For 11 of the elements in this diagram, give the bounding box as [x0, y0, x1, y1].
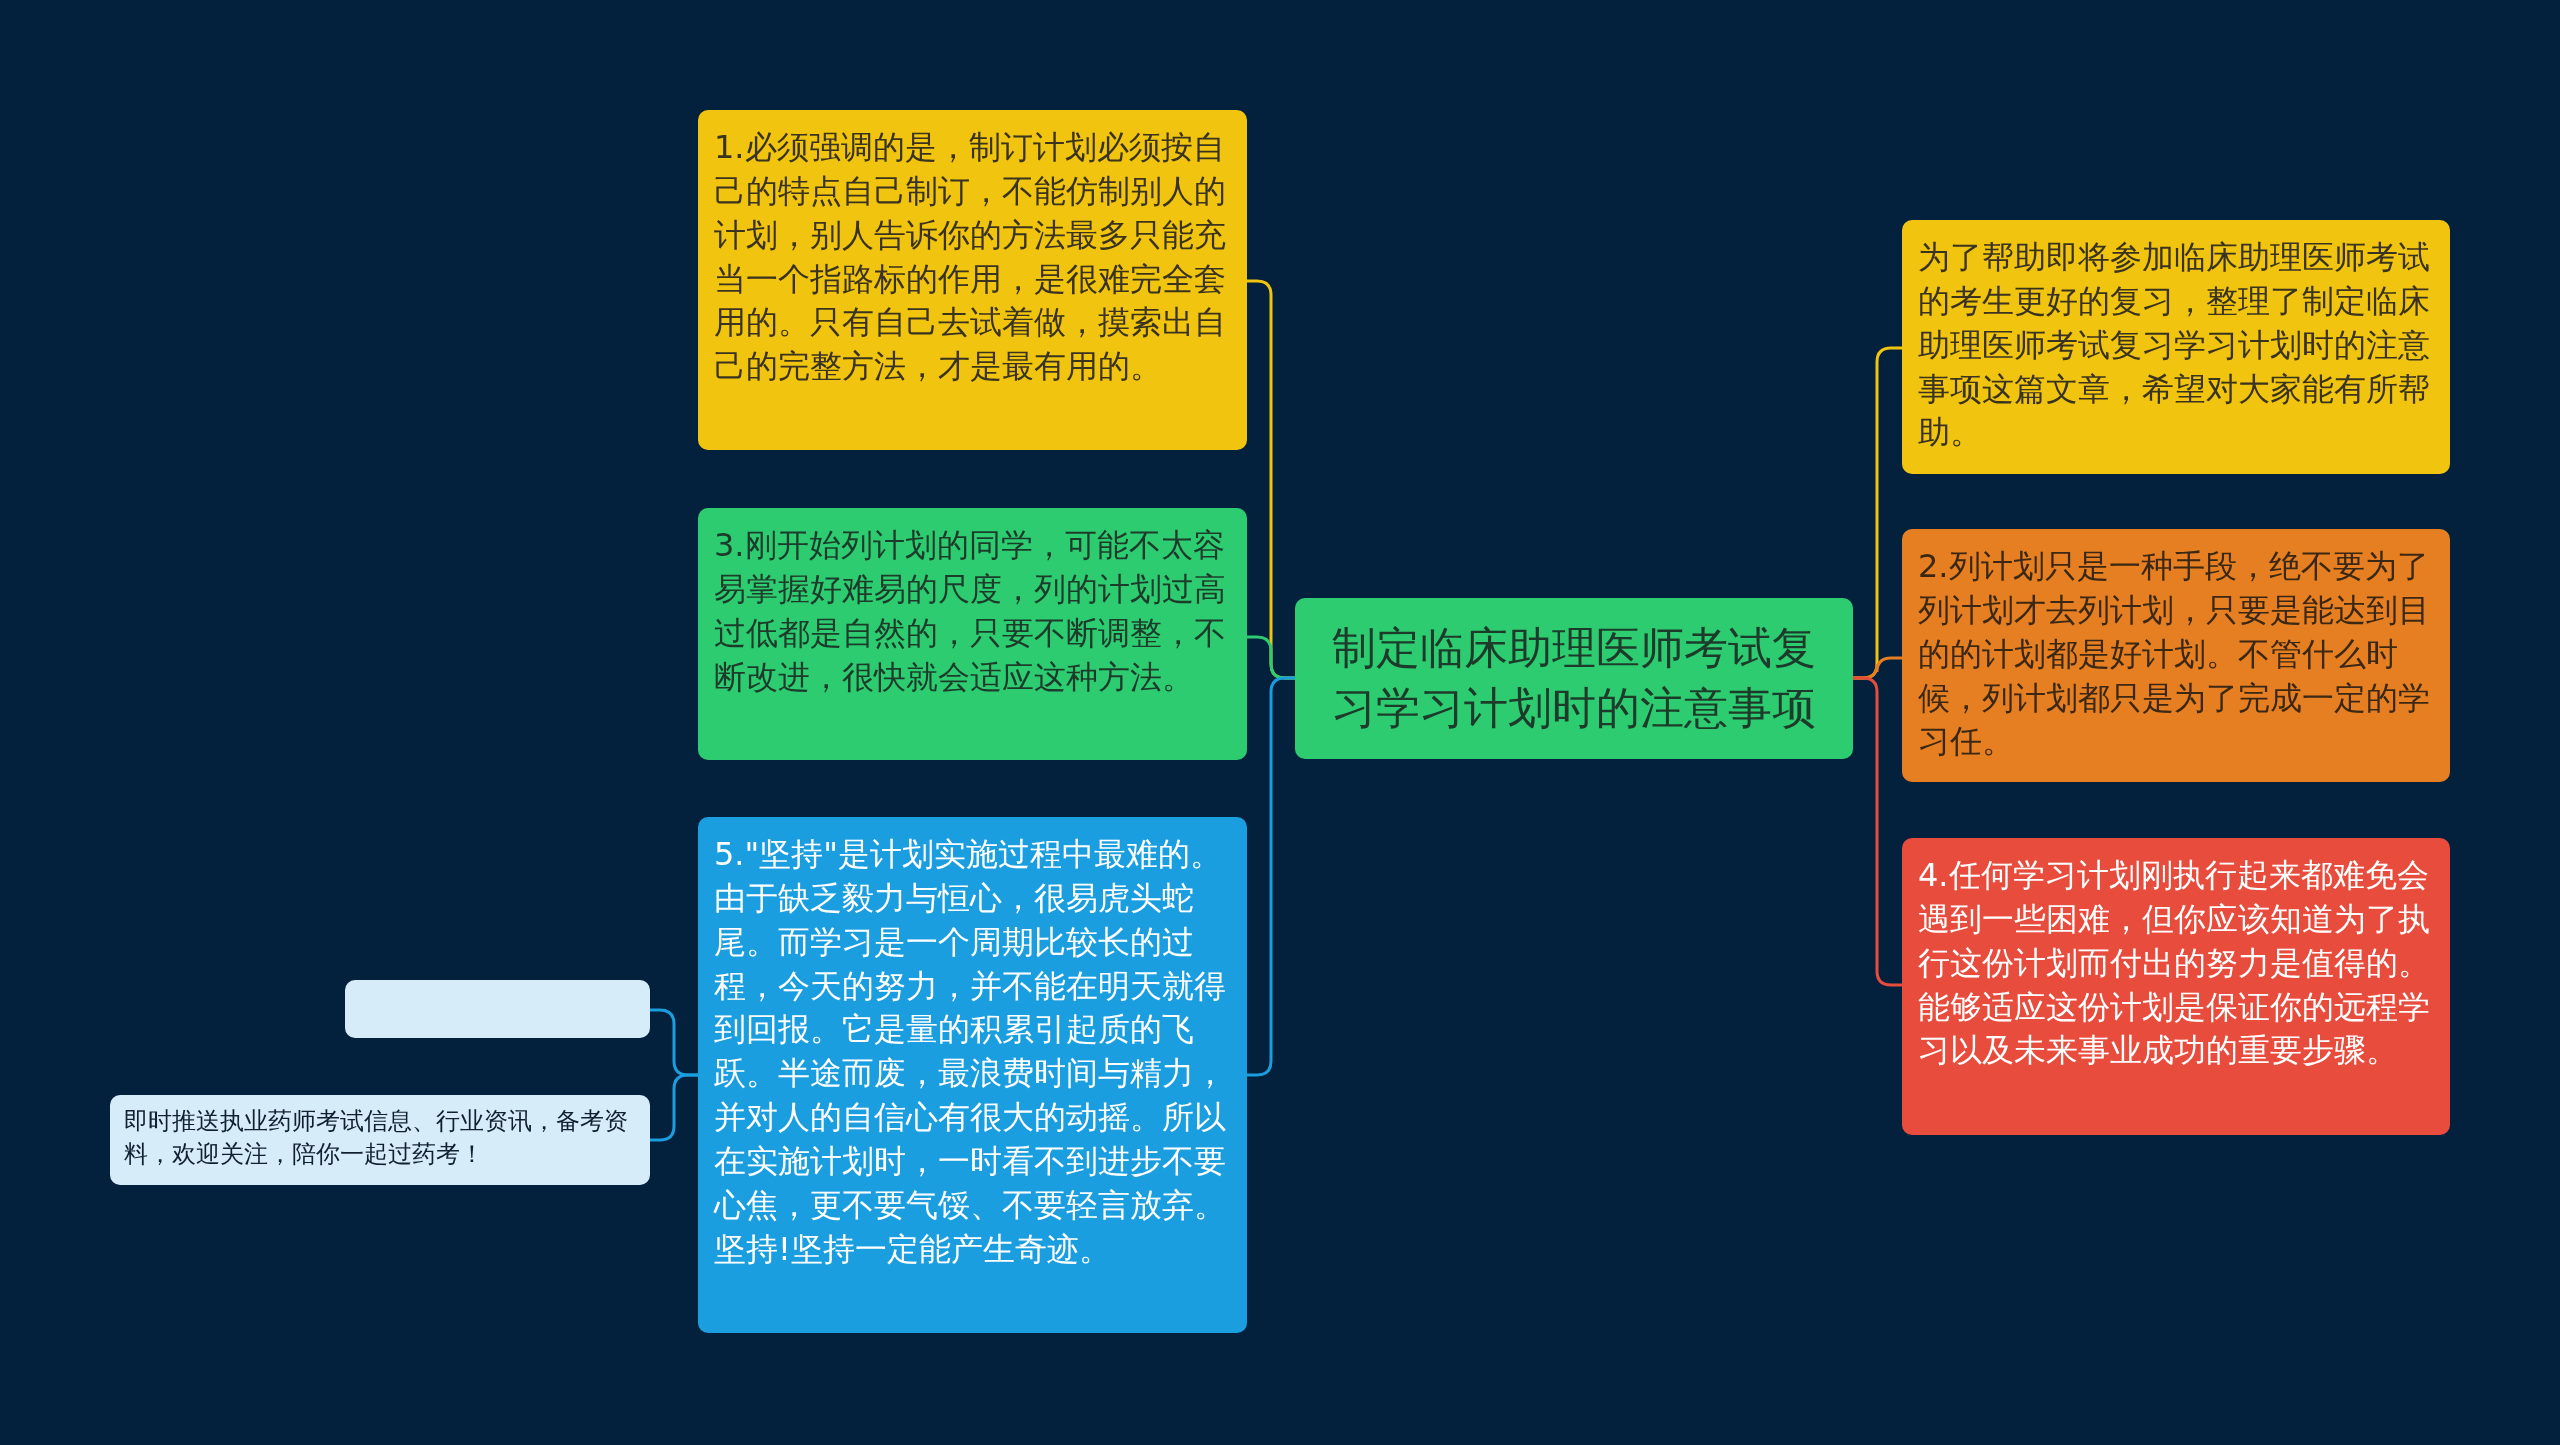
- topic-box: 4.任何学习计划刚执行起来都难免会遇到一些困难，但你应该知道为了执行这份计划而付出的努力是值得的。能够适应这份计划是保证你的远程学习以及未来事业成功的重要步骤。: [1902, 838, 2450, 1135]
- topic-box: 2.列计划只是一种手段，绝不要为了列计划才去列计划，只要是能达到目的的计划都是好计划。不管什么时候，列计划都只是为了完成一定的学习任。: [1902, 529, 2450, 782]
- topic-box: 1.必须强调的是，制订计划必须按自己的特点自己制订，不能仿制别人的计划，别人告诉你的方法最多只能充当一个指路标的作用，是很难完全套用的。只有自己去试着做，摸索出自己的完整方法，才是最有用的。: [698, 110, 1247, 450]
- connector-line: [1853, 676, 1902, 987]
- connector-line: [1247, 676, 1295, 1077]
- topic-box: 为了帮助即将参加临床助理医师考试的考生更好的复习，整理了制定临床助理医师考试复习学习计划时的注意事项这篇文章，希望对大家能有所帮助。: [1902, 220, 2450, 474]
- topic-box: 即时推送执业药师考试信息、行业资讯，备考资料，欢迎关注，陪你一起过药考！: [110, 1095, 650, 1185]
- topic-box: [345, 980, 650, 1038]
- topic-box: 3.刚开始列计划的同学，可能不太容易掌握好难易的尺度，列的计划过高过低都是自然的，只要不断调整，不断改进，很快就会适应这种方法。: [698, 508, 1247, 760]
- topic-box: 5."坚持"是计划实施过程中最难的。由于缺乏毅力与恒心，很易虎头蛇尾。而学习是一个周期比较长的过程，今天的努力，并不能在明天就得到回报。它是量的积累引起质的飞跃。半途而废，最浪费时间与精力，并对人的自信心有很大的动摇。所以在实施计划时，一时看不到进步不要心焦，更不要气馁、不要轻言放弃。坚持!坚持一定能产生奇迹。: [698, 817, 1247, 1333]
- central-topic-box: 制定临床助理医师考试复习学习计划时的注意事项: [1295, 598, 1853, 759]
